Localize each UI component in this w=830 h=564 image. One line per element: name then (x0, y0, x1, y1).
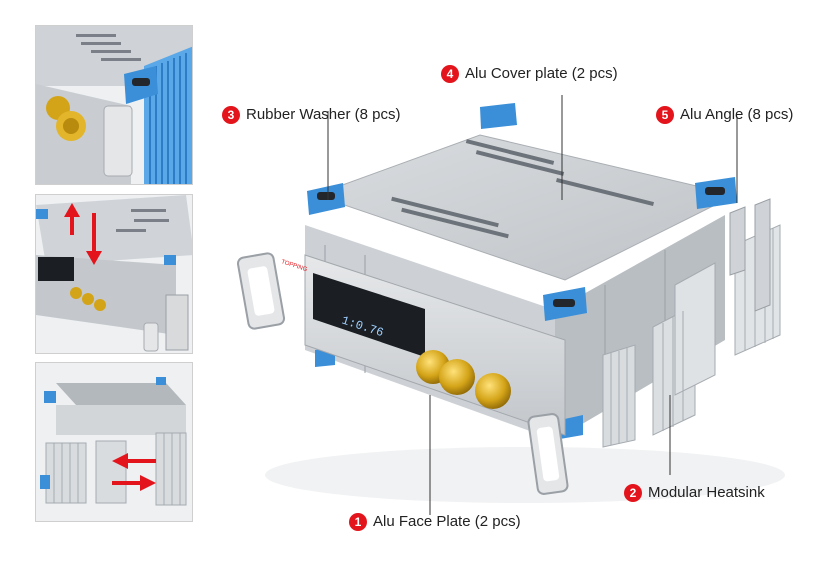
heatsink-slide-illustration (36, 363, 192, 521)
heatsink-modules-icon (45, 432, 187, 506)
alu-face-plate: 1:0.76 TOPPING (280, 254, 566, 436)
callout-alu-angle: 5 Alu Angle (8 pcs) (656, 106, 793, 124)
callout-alu-face-plate: 1 Alu Face Plate (2 pcs) (349, 513, 521, 531)
lift-arrows-icon (64, 203, 102, 265)
callout-text: Alu Angle (8 pcs) (680, 106, 794, 123)
callout-text: Alu Cover plate (2 pcs) (465, 65, 618, 82)
callout-text: Alu Face Plate (2 pcs) (373, 513, 521, 530)
thumbnail-cover-lift (35, 194, 193, 354)
callout-badge: 5 (656, 106, 674, 124)
callout-text: Modular Heatsink (648, 484, 765, 501)
thumbnail-corner-detail (35, 25, 193, 185)
main-exploded-chassis: 1:0.76 TOPPING (236, 95, 785, 515)
slide-arrows-icon (112, 453, 156, 491)
corner-detail-illustration (36, 26, 192, 184)
callout-text: Rubber Washer (8 pcs) (246, 106, 401, 123)
callout-badge: 3 (222, 106, 240, 124)
callout-modular-heatsink: 2 Modular Heatsink (624, 484, 765, 502)
alu-cover-plate (313, 134, 737, 281)
callout-badge: 1 (349, 513, 367, 531)
callout-badge: 4 (441, 65, 459, 83)
thumbnail-heatsink-slide (35, 362, 193, 522)
callout-alu-cover-plate: 4 Alu Cover plate (2 pcs) (441, 65, 618, 83)
heatsink-fins-icon (144, 46, 192, 184)
callout-badge: 2 (624, 484, 642, 502)
front-display-panel (313, 273, 425, 357)
gold-knob-icon (416, 350, 511, 409)
callout-rubber-washer: 3 Rubber Washer (8 pcs) (222, 106, 401, 124)
front-handles (236, 252, 569, 495)
cover-lift-illustration (36, 195, 192, 353)
alu-angle (729, 206, 746, 276)
leader-lines (327, 95, 738, 515)
brand-logo: TOPPING (280, 259, 308, 273)
